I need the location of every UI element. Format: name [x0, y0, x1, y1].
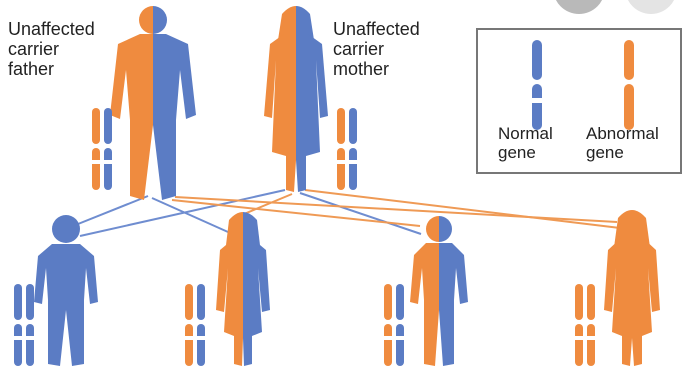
mother-figure — [264, 6, 328, 192]
legend-abnormal-chromosome — [624, 40, 634, 130]
line-abnormal — [243, 193, 293, 215]
child-1-chromosome-pair — [14, 284, 34, 366]
line-abnormal — [304, 189, 621, 229]
father-figure — [110, 6, 196, 200]
mother-chromosome-pair — [337, 108, 357, 190]
line-abnormal — [171, 199, 421, 227]
legend-normal-chromosome — [532, 40, 542, 130]
father-chromosome-pair — [92, 108, 112, 190]
father-label: Unaffected carrier father — [8, 19, 95, 79]
line-normal — [299, 192, 422, 235]
legend-normal-label: Normal gene — [498, 124, 553, 162]
line-normal — [72, 195, 149, 227]
child-1-figure — [34, 215, 98, 366]
child-2-chromosome-pair — [185, 284, 205, 366]
mother-label: Unaffected carrier mother — [333, 19, 420, 79]
child-4-chromosome-pair — [575, 284, 595, 366]
bottom-strip — [0, 368, 689, 377]
child-4-figure — [604, 210, 660, 366]
chromosome-pairs — [14, 108, 595, 366]
corner-circle-dark — [553, 0, 605, 14]
child-2-figure — [216, 212, 270, 366]
line-normal — [151, 197, 229, 233]
line-normal — [79, 189, 286, 237]
corner-circle-light — [625, 0, 677, 14]
inheritance-lines — [72, 189, 621, 237]
legend: Normal gene Abnormal gene — [476, 28, 682, 174]
child-3-chromosome-pair — [384, 284, 404, 366]
legend-abnormal-label: Abnormal gene — [586, 124, 659, 162]
child-3-figure — [410, 216, 468, 366]
